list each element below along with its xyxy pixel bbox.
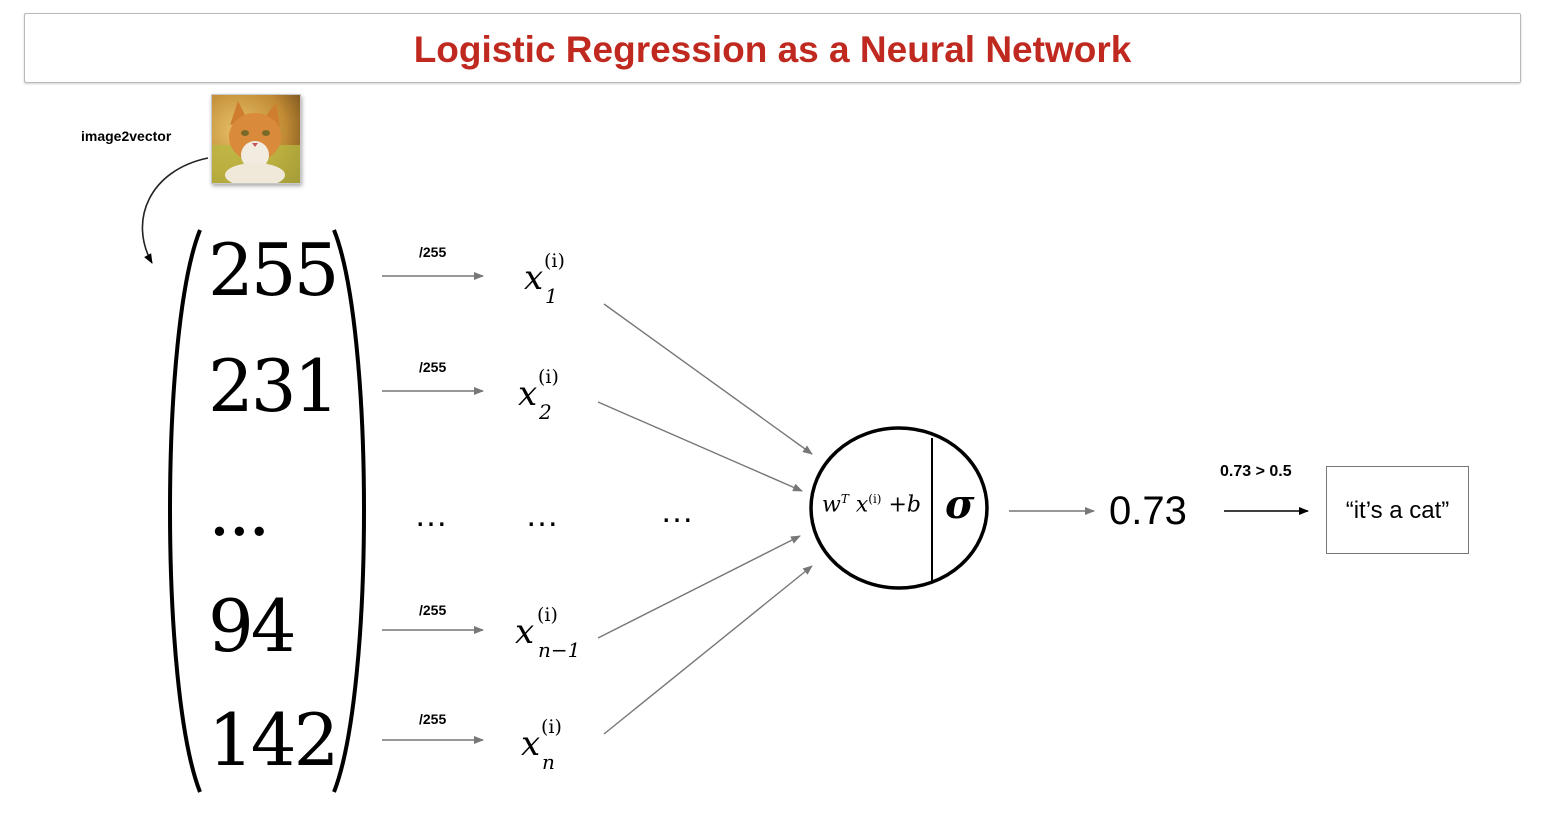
result-box: “it’s a cat” bbox=[1326, 466, 1469, 554]
page-title: Logistic Regression as a Neural Network bbox=[413, 29, 1132, 70]
divide-label-4: /255 bbox=[419, 711, 447, 727]
divide-label-3: /255 bbox=[419, 602, 447, 618]
threshold-label: 0.73 > 0.5 bbox=[1220, 463, 1292, 480]
divide-label-2: /255 bbox=[419, 359, 447, 375]
matrix-ellipsis: ... bbox=[208, 468, 271, 552]
result-text: “it’s a cat” bbox=[1345, 497, 1450, 524]
title-box: Logistic Regression as a Neural Network bbox=[24, 13, 1521, 83]
cat-photo bbox=[211, 94, 301, 184]
input-x-n: x (i) n bbox=[521, 716, 562, 774]
input-edge-3 bbox=[597, 535, 801, 639]
input-edge-4 bbox=[603, 565, 813, 735]
matrix-value-5: 142 bbox=[208, 698, 339, 782]
image2vector-label: image2vector bbox=[81, 128, 172, 144]
ellipsis-input: … bbox=[525, 496, 561, 534]
output-value: 0.73 bbox=[1109, 489, 1187, 533]
ellipsis-divide: … bbox=[414, 496, 450, 534]
neuron-formula: wT x(i) +b bbox=[822, 492, 922, 518]
neuron-circle bbox=[809, 426, 989, 590]
ellipsis-edge: … bbox=[660, 492, 696, 530]
sigma-activation: σ bbox=[945, 481, 975, 528]
matrix-value-2: 231 bbox=[208, 344, 339, 428]
input-edge-1 bbox=[603, 303, 813, 455]
matrix-value-1: 255 bbox=[208, 228, 339, 312]
image2vector-arrow bbox=[141, 157, 209, 264]
right-bracket bbox=[332, 229, 366, 793]
input-edge-2 bbox=[597, 401, 803, 492]
input-x2: x (i) 2 bbox=[518, 366, 559, 424]
input-x1: x (i) 1 bbox=[524, 250, 565, 308]
cat-photo-icon bbox=[212, 95, 300, 183]
divide-label-1: /255 bbox=[419, 244, 447, 260]
matrix-value-4: 94 bbox=[208, 584, 297, 668]
input-x-n-minus-1: x (i) n−1 bbox=[515, 604, 581, 662]
left-bracket bbox=[168, 229, 202, 793]
